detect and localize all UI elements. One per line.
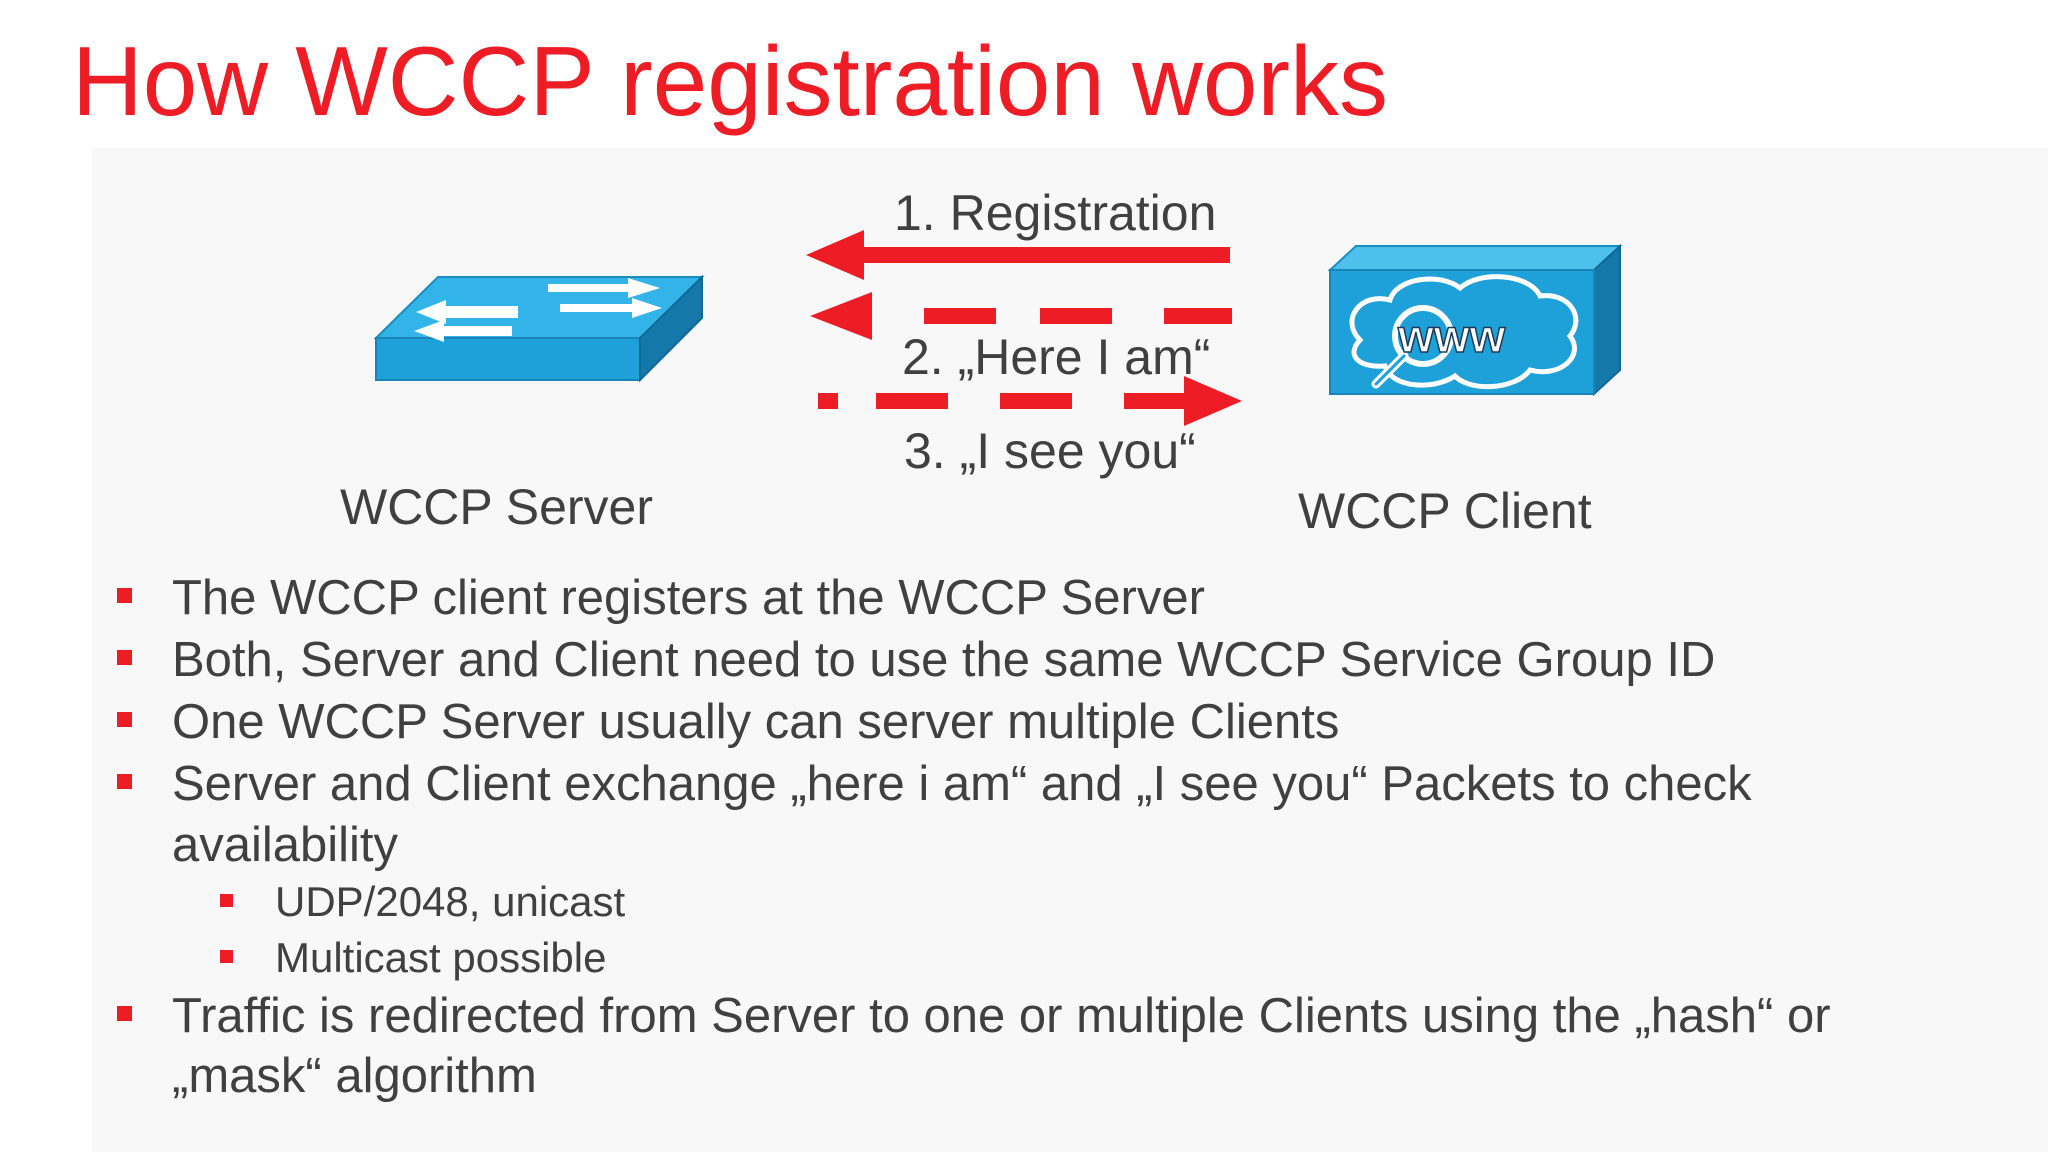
sub-bullet-marker (220, 950, 233, 963)
bullet-marker (117, 650, 132, 665)
bullet-item: Both, Server and Client need to use the … (172, 633, 1716, 687)
sub-bullet-item: UDP/2048, unicast (275, 878, 626, 925)
bullet-marker (117, 1006, 132, 1021)
www-text: www (1397, 310, 1506, 362)
registration-label: 1. Registration (894, 185, 1217, 241)
diagram-graphics: www (373, 230, 1623, 426)
i-see-you-label: 3. „I see you“ (904, 423, 1196, 479)
client-label: WCCP Client (1298, 483, 1592, 539)
bullet-item-continued: availability (172, 818, 399, 872)
server-label: WCCP Server (340, 479, 654, 535)
wccp-diagram: www 1. Registration 2. „Here I am“ 3. „I… (0, 0, 2048, 560)
bullet-item: Server and Client exchange „here i am“ a… (172, 757, 1752, 811)
here-i-am-label: 2. „Here I am“ (902, 329, 1211, 385)
bullet-marker (117, 588, 132, 603)
here-i-am-arrow (810, 292, 1232, 340)
bullet-item-continued: „mask“ algorithm (172, 1049, 537, 1103)
sub-bullet-item: Multicast possible (275, 934, 607, 981)
sub-bullet-marker (220, 894, 233, 907)
switch-icon (373, 274, 705, 383)
bullet-item: Traffic is redirected from Server to one… (172, 989, 1831, 1043)
bullet-item: The WCCP client registers at the WCCP Se… (172, 571, 1205, 625)
i-see-you-arrow (818, 376, 1242, 426)
bullet-item: One WCCP Server usually can server multi… (172, 695, 1340, 749)
registration-arrow (806, 230, 1230, 280)
slide-title: How WCCP registration works (72, 26, 1389, 136)
bullet-marker (117, 712, 132, 727)
bullet-marker (117, 774, 132, 789)
www-cloud-icon: www (1327, 243, 1623, 397)
